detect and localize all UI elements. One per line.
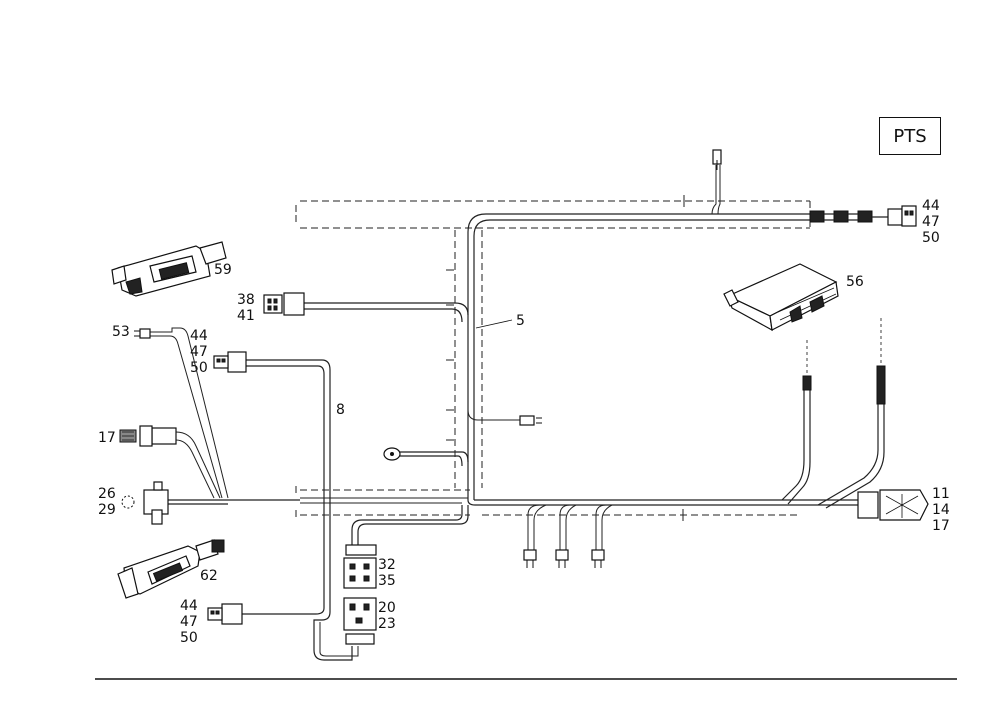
connector-11-14-17	[857, 489, 929, 521]
label-35: 35	[378, 573, 396, 589]
connector-17	[119, 425, 221, 499]
label-62: 62	[200, 568, 218, 584]
relay-32-35	[343, 544, 377, 589]
label-23: 23	[378, 616, 396, 632]
label-41: 41	[237, 308, 255, 324]
label-47-mid: 47	[190, 344, 208, 360]
label-11: 11	[932, 486, 950, 502]
label-14: 14	[932, 502, 950, 518]
label-59: 59	[214, 262, 232, 278]
label-44-bottom: 44	[180, 598, 198, 614]
main-harness	[228, 149, 888, 506]
label-38: 38	[237, 292, 255, 308]
connector-38-41	[263, 292, 469, 323]
label-50-mid: 50	[190, 360, 208, 376]
branch-connector-mid	[467, 400, 542, 426]
connector-44-47-50-bottom	[207, 603, 243, 625]
label-17-left: 17	[98, 430, 116, 446]
pts-badge: PTS	[879, 117, 941, 155]
label-47-bottom: 47	[180, 614, 198, 630]
switch-59	[111, 241, 227, 297]
left-harness-8	[242, 359, 359, 661]
label-53: 53	[112, 324, 130, 340]
label-47-top: 47	[922, 214, 940, 230]
label-44-top: 44	[922, 198, 940, 214]
label-26: 26	[98, 486, 116, 502]
connector-44-47-50-top	[887, 205, 917, 227]
relay-branch	[351, 505, 469, 545]
connector-44-47-50-mid	[213, 351, 247, 373]
relay-20-23	[343, 597, 377, 645]
switch-62	[117, 539, 225, 599]
label-56: 56	[846, 274, 864, 290]
label-44-mid: 44	[190, 328, 208, 344]
label-17-right: 17	[932, 518, 950, 534]
label-harness-5: 5	[516, 313, 525, 329]
label-harness-8: 8	[336, 402, 345, 418]
label-29: 29	[98, 502, 116, 518]
body-outline-dashed	[295, 195, 811, 521]
ground-terminal	[383, 447, 469, 467]
control-unit-56	[723, 263, 839, 332]
sensor-53	[134, 327, 229, 499]
right-branches	[781, 318, 886, 509]
label-50-bottom: 50	[180, 630, 198, 646]
label-20: 20	[378, 600, 396, 616]
label-32: 32	[378, 557, 396, 573]
connector-26-29	[121, 481, 228, 525]
label-50-top: 50	[922, 230, 940, 246]
bottom-branches	[523, 504, 613, 568]
